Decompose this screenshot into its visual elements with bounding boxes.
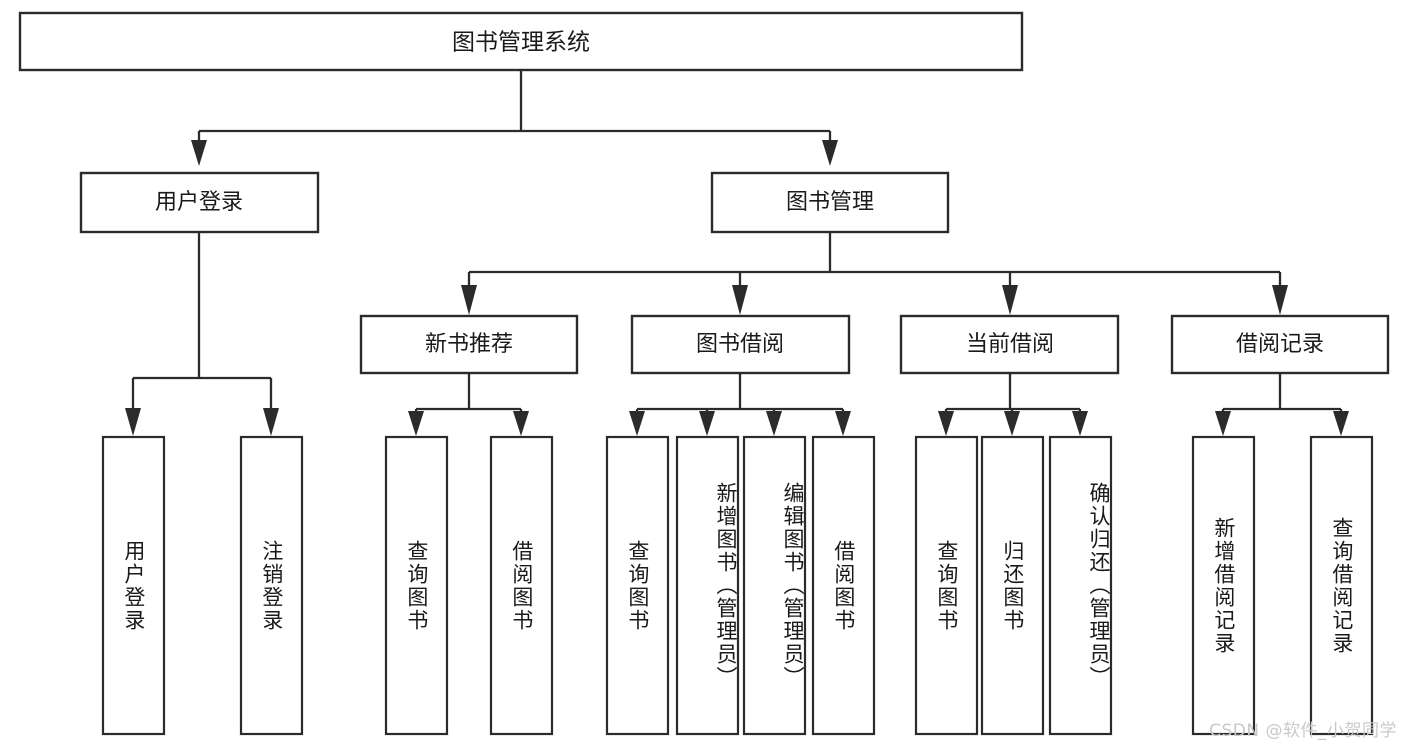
node-book-borrow[interactable]: 图书借阅	[630, 314, 851, 375]
arrow-head-leaf-add-book	[699, 411, 715, 436]
leaf-box-query-book-2[interactable]	[605, 435, 670, 736]
connector-user-login-to-leaves	[125, 232, 279, 436]
node-user-login[interactable]: 用户登录	[79, 171, 320, 234]
leaf-box-borrow-book-1[interactable]	[489, 435, 554, 736]
arrow-head-user-login	[191, 140, 207, 166]
leaf-box-query-book-3[interactable]	[914, 435, 979, 736]
arrow-head-leaf-borrow-book-1	[513, 411, 529, 436]
arrow-head-current-borrow	[1002, 285, 1018, 315]
node-user-login-box[interactable]	[79, 171, 320, 234]
arrow-head-borrow-record	[1272, 285, 1288, 315]
arrow-head-leaf-logout	[263, 408, 279, 436]
node-user-login-label: 用户登录	[155, 190, 243, 215]
node-new-book-recommend[interactable]: 新书推荐	[359, 314, 579, 375]
arrow-head-book-management	[822, 140, 838, 166]
arrow-head-leaf-user-login	[125, 408, 141, 436]
arrow-head-leaf-edit-book	[766, 411, 782, 436]
arrow-head-leaf-query-book-2	[629, 411, 645, 436]
arrow-head-leaf-query-book-1	[408, 411, 424, 436]
arrow-head-leaf-query-book-3	[938, 411, 954, 436]
arrow-head-book-borrow	[732, 285, 748, 315]
leaf-box-user-login[interactable]	[101, 435, 166, 736]
arrow-head-leaf-add-record	[1215, 411, 1231, 436]
node-book-management[interactable]: 图书管理	[710, 171, 950, 234]
arrow-head-new-book-recommend	[461, 285, 477, 315]
watermark-text: CSDN @软件_小贺同学	[1209, 721, 1397, 741]
connector-borrow-record-to-leaves	[1215, 373, 1349, 436]
leaf-box-add-record[interactable]	[1191, 435, 1256, 736]
leaf-box-logout[interactable]	[239, 435, 304, 736]
connector-book-management-to-level2	[461, 232, 1288, 315]
node-borrow-record[interactable]: 借阅记录	[1170, 314, 1390, 375]
node-root[interactable]: 图书管理系统	[18, 11, 1024, 72]
node-new-book-recommend-box[interactable]	[359, 314, 579, 375]
connector-new-book-recommend-to-leaves	[408, 373, 529, 436]
node-root-label: 图书管理系统	[452, 30, 590, 56]
connector-root-to-level1	[191, 70, 838, 166]
node-book-management-label: 图书管理	[786, 190, 874, 215]
node-borrow-record-label: 借阅记录	[1236, 332, 1324, 357]
leaf-box-query-book-1[interactable]	[384, 435, 449, 736]
node-new-book-recommend-label: 新书推荐	[425, 332, 513, 357]
leaf-box-add-book[interactable]	[675, 435, 740, 736]
arrow-head-leaf-confirm-return	[1072, 411, 1088, 436]
leaf-box-return-book[interactable]	[980, 435, 1045, 736]
node-current-borrow-box[interactable]	[899, 314, 1120, 375]
node-current-borrow[interactable]: 当前借阅	[899, 314, 1120, 375]
connector-current-borrow-to-leaves	[938, 373, 1088, 436]
connector-book-borrow-to-leaves	[629, 373, 851, 436]
node-current-borrow-label: 当前借阅	[966, 332, 1054, 357]
node-root-box[interactable]	[18, 11, 1024, 72]
arrow-head-leaf-borrow-book-2	[835, 411, 851, 436]
node-book-borrow-label: 图书借阅	[696, 332, 784, 357]
arrow-head-leaf-return-book	[1004, 411, 1020, 436]
leaf-box-borrow-book-2[interactable]	[811, 435, 876, 736]
leaf-box-confirm-return[interactable]	[1048, 435, 1113, 736]
leaf-box-query-record[interactable]	[1309, 435, 1374, 736]
arrow-head-leaf-query-record	[1333, 411, 1349, 436]
leaf-box-edit-book[interactable]	[742, 435, 807, 736]
